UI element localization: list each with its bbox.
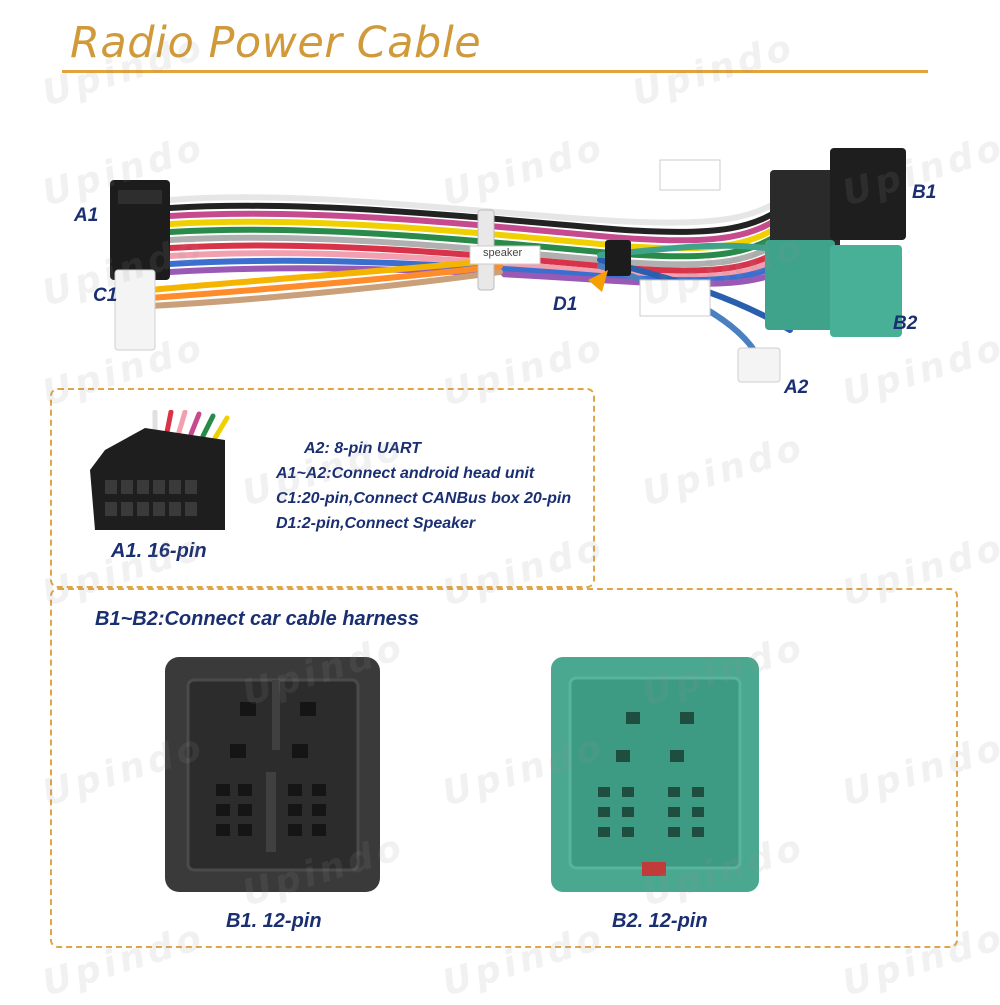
b2-caption: B2. 12-pin bbox=[612, 910, 708, 932]
info-line-a1-a2: A1~A2:Connect android head unit bbox=[276, 465, 535, 482]
harness-heading: B1~B2:Connect car cable harness bbox=[95, 608, 420, 630]
title-underline bbox=[62, 70, 928, 73]
info-line-a2: A2: 8-pin UART bbox=[304, 440, 422, 457]
speaker-wire-tag: speaker bbox=[483, 247, 523, 259]
info-line-d1: D1:2-pin,Connect Speaker bbox=[276, 515, 476, 532]
harness-box bbox=[50, 588, 958, 948]
cable-harness-illustration bbox=[110, 148, 906, 383]
b1-caption: B1. 12-pin bbox=[226, 910, 322, 932]
label-a1: A1 bbox=[74, 205, 99, 226]
a1-caption: A1. 16-pin bbox=[111, 540, 207, 562]
label-b2: B2 bbox=[893, 313, 918, 334]
info-line-c1: C1:20-pin,Connect CANBus box 20-pin bbox=[276, 490, 572, 507]
label-b1: B1 bbox=[912, 182, 937, 203]
page-title: Radio Power Cable bbox=[70, 18, 482, 68]
label-a2: A2 bbox=[784, 377, 809, 398]
info-box bbox=[50, 388, 595, 588]
label-c1: C1 bbox=[93, 285, 118, 306]
b1-connector-photo bbox=[165, 657, 380, 892]
b2-connector-photo bbox=[551, 657, 759, 892]
watermark: Upindo bbox=[637, 426, 810, 515]
a1-connector-photo bbox=[90, 410, 230, 530]
label-d1: D1 bbox=[553, 294, 578, 315]
